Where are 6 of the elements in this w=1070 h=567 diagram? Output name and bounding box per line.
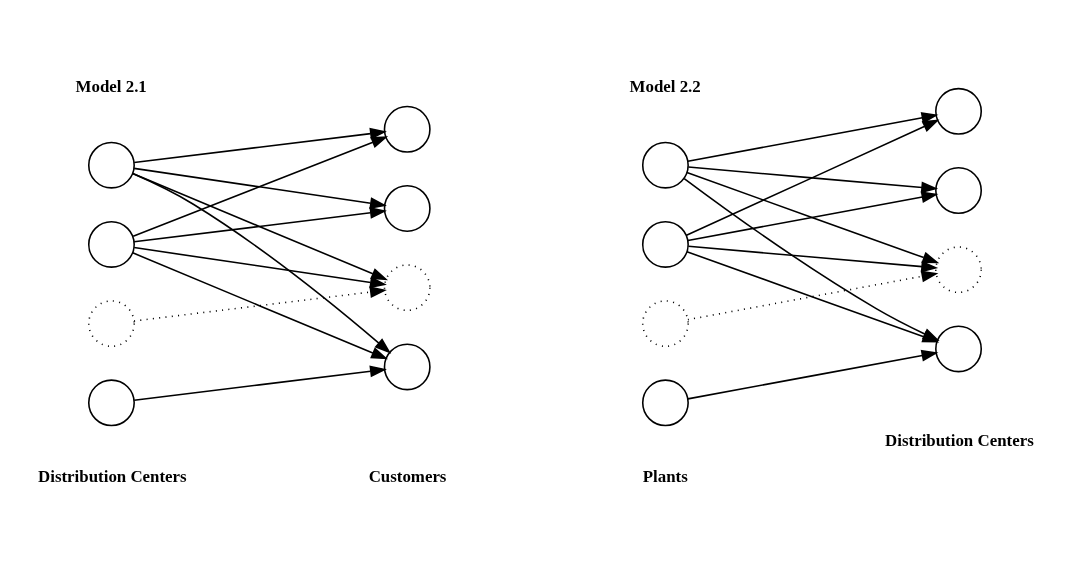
label: Model 2.1: [75, 76, 147, 96]
label: Distribution Centers: [885, 430, 1034, 450]
label: Plants: [642, 466, 688, 486]
label: Customers: [368, 466, 447, 486]
label: Distribution Centers: [38, 466, 187, 486]
label: Model 2.2: [629, 76, 701, 96]
